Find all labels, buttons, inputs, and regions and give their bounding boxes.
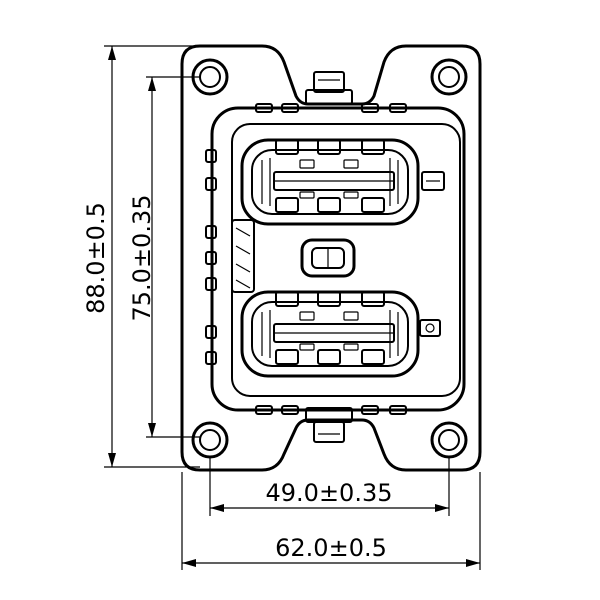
dimension-overall-width-label: 62.0±0.5 xyxy=(275,534,387,562)
latch-bottom xyxy=(305,407,353,443)
housing-left-studs xyxy=(205,149,217,365)
dimension-hole-height-label: 75.0±0.35 xyxy=(128,195,156,322)
right-clip-top xyxy=(421,171,445,191)
upper-connector xyxy=(240,138,420,226)
housing-bottom-tabs xyxy=(255,405,407,415)
housing-inner xyxy=(231,123,461,397)
dimension-overall-height-label: 88.0±0.5 xyxy=(82,202,110,314)
side-key-block xyxy=(231,219,255,293)
dimension-hole-height xyxy=(146,76,200,438)
dimension-overall-height xyxy=(104,45,200,468)
dimension-hole-width-label: 49.0±0.35 xyxy=(266,479,393,507)
lower-connector xyxy=(240,290,420,378)
center-key xyxy=(300,238,356,278)
dimension-hole-width xyxy=(209,456,450,516)
mounting-hole-bottom-left xyxy=(191,421,229,459)
mounting-hole-top-right xyxy=(430,58,468,96)
right-clip-bottom xyxy=(419,319,441,337)
housing-top-tabs xyxy=(255,103,407,113)
mounting-hole-bottom-right xyxy=(430,421,468,459)
latch-top xyxy=(305,71,353,105)
dimension-overall-width xyxy=(181,472,481,570)
housing-outer xyxy=(210,106,466,412)
